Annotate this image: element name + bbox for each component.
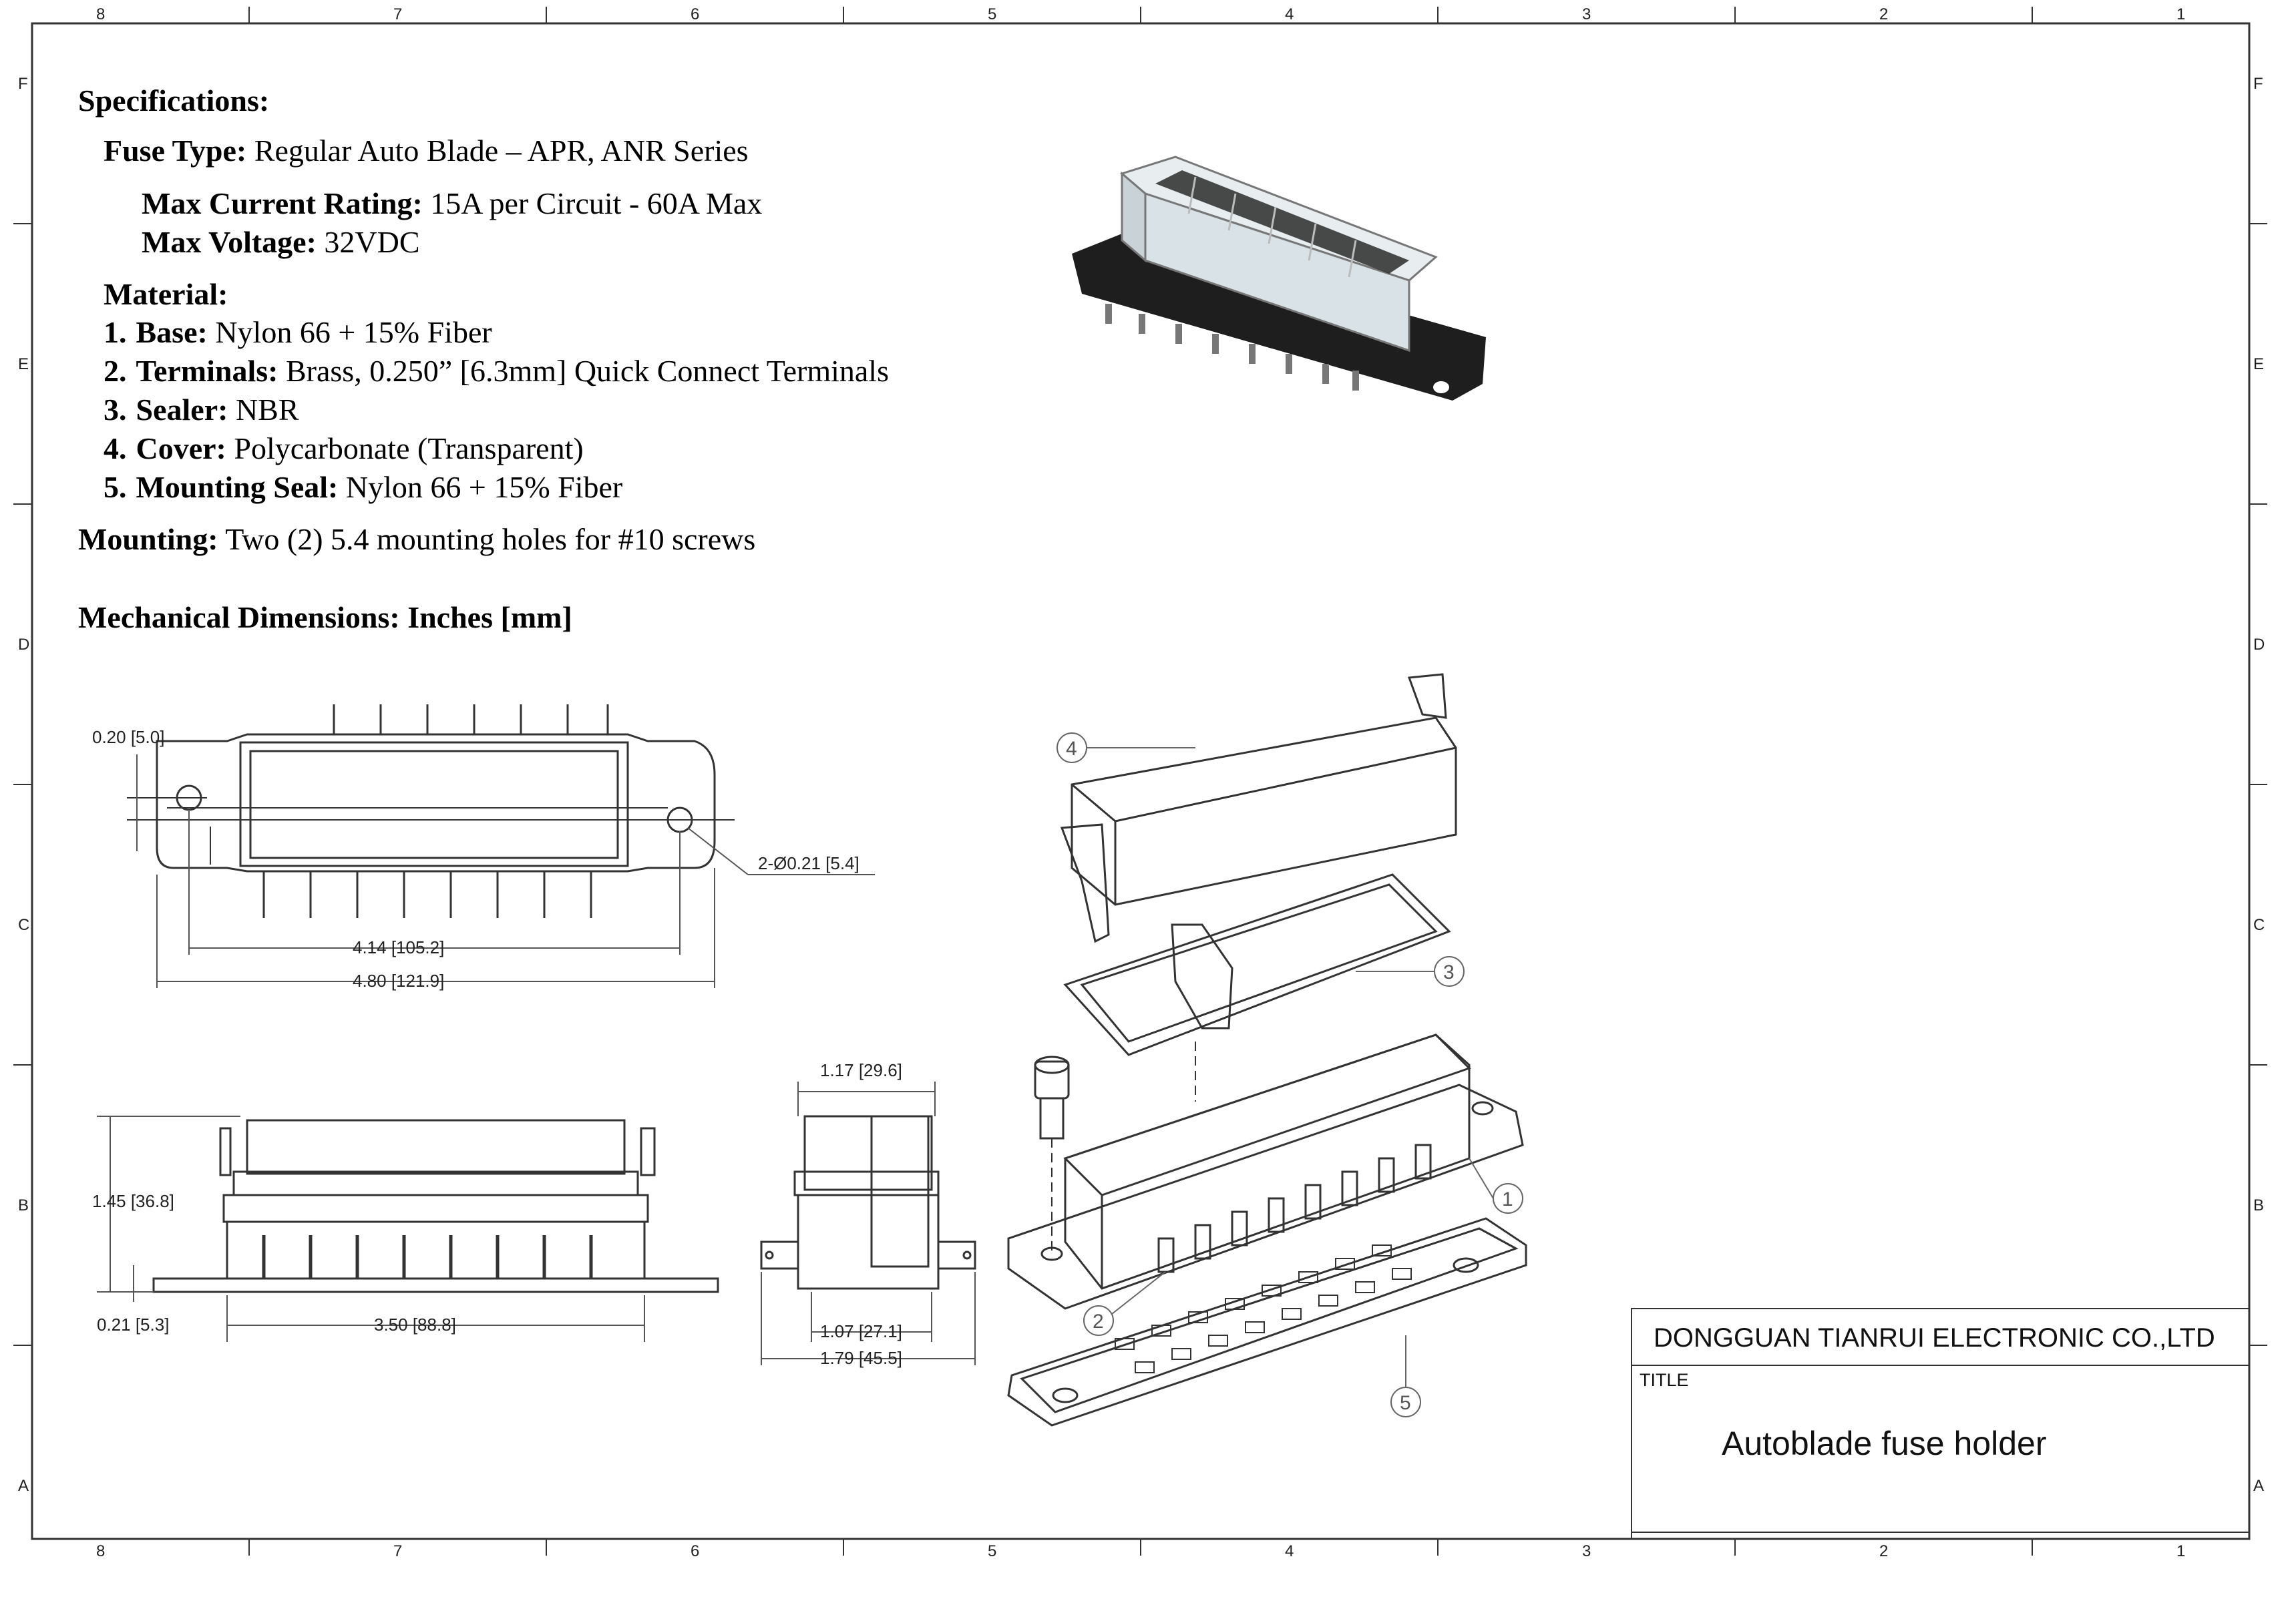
col-label-7: 7 [393, 5, 403, 23]
col-label-7-bottom: 7 [393, 1542, 403, 1560]
row-label-A: A [18, 1477, 29, 1495]
row-label-C: C [18, 916, 30, 934]
max-current-label: Max Current Rating: [142, 186, 423, 220]
dimension-labels: 0.20 [5.0] 2-Ø0.21 [5.4] 4.14 [105.2] 4.… [92, 727, 902, 1368]
fuse-type-line: Fuse Type: Regular Auto Blade – APR, ANR… [104, 136, 749, 166]
exploded-view-drawing [1007, 673, 1527, 1427]
front-view-drawing [152, 1119, 719, 1293]
callout-5: 5 [1400, 1392, 1411, 1414]
col-label-1-bottom: 1 [2176, 1542, 2186, 1560]
title-block-frame [1631, 1308, 2250, 1540]
material-value: Nylon 66 + 15% Fiber [207, 315, 492, 349]
col-label-5-bottom: 5 [988, 1542, 997, 1560]
mech-dimensions-text: Mechanical Dimensions: Inches [mm] [78, 600, 572, 634]
max-voltage-label: Max Voltage: [142, 225, 317, 259]
col-label-4-bottom: 4 [1285, 1542, 1294, 1560]
row-label-D-right: D [2253, 636, 2265, 654]
material-item-1: 1. Base: Nylon 66 + 15% Fiber [104, 317, 492, 348]
callout-3: 3 [1443, 961, 1455, 983]
dim-height: 1.45 [36.8] [92, 1191, 174, 1211]
row-label-C-right: C [2253, 916, 2265, 934]
dim-flange-thickness: 0.21 [5.3] [97, 1315, 169, 1335]
material-label: Terminals: [136, 354, 278, 388]
dim-side-top-width: 1.17 [29.6] [820, 1060, 902, 1080]
callout-numbers: 4 3 1 2 5 [1066, 738, 1513, 1414]
material-heading: Material: [104, 279, 228, 310]
callout-2: 2 [1093, 1311, 1104, 1333]
mech-dimensions-heading: Mechanical Dimensions: Inches [mm] [78, 602, 572, 633]
callout-1: 1 [1502, 1188, 1513, 1210]
side-view-dimensions [761, 1082, 976, 1365]
mounting-value: Two (2) 5.4 mounting holes for #10 screw… [218, 522, 756, 556]
col-label-5: 5 [988, 5, 997, 23]
row-label-A-right: A [2253, 1477, 2265, 1495]
material-value: NBR [228, 393, 299, 427]
dim-side-overall-width: 1.79 [45.5] [820, 1348, 902, 1368]
title-label: TITLE [1640, 1370, 1689, 1390]
material-item-5: 5. Mounting Seal: Nylon 66 + 15% Fiber [104, 472, 622, 503]
row-label-F-right: F [2253, 75, 2263, 93]
material-value: Brass, 0.250” [6.3mm] Quick Connect Term… [278, 354, 889, 388]
material-label: Mounting Seal: [136, 470, 339, 504]
row-label-D: D [18, 636, 30, 654]
material-value: Polycarbonate (Transparent) [226, 431, 584, 465]
dim-side-body-width: 1.07 [27.1] [820, 1321, 902, 1341]
material-label: Base: [136, 315, 208, 349]
row-label-E-right: E [2253, 355, 2265, 373]
col-label-6-bottom: 6 [691, 1542, 700, 1560]
col-label-8: 8 [96, 5, 106, 23]
dim-overall-length: 4.80 [121.9] [353, 971, 444, 991]
row-label-B: B [18, 1196, 29, 1214]
col-label-2-bottom: 2 [1879, 1542, 1889, 1560]
fuse-type-label: Fuse Type: [104, 134, 247, 168]
front-view-dimensions [97, 1116, 645, 1342]
material-label: Cover: [136, 431, 226, 465]
top-view-drawing [127, 704, 735, 918]
top-view-dimensions [136, 754, 875, 988]
drawing-title: Autoblade fuse holder [1722, 1425, 2047, 1462]
material-num: 2. [104, 354, 127, 388]
material-num: 5. [104, 470, 127, 504]
material-item-4: 4. Cover: Polycarbonate (Transparent) [104, 433, 584, 464]
col-label-4: 4 [1285, 5, 1294, 23]
max-voltage-line: Max Voltage: 32VDC [142, 227, 420, 258]
col-label-1: 1 [2176, 5, 2186, 23]
material-label: Sealer: [136, 393, 228, 427]
fuse-type-value: Regular Auto Blade – APR, ANR Series [246, 134, 749, 168]
max-voltage-value: 32VDC [316, 225, 420, 259]
col-label-6: 6 [691, 5, 700, 23]
dim-hole-diameter: 2-Ø0.21 [5.4] [758, 853, 859, 873]
callout-4: 4 [1066, 738, 1077, 760]
max-current-line: Max Current Rating: 15A per Circuit - 60… [142, 188, 762, 219]
col-label-3-bottom: 3 [1582, 1542, 1591, 1560]
product-photo [1072, 156, 1486, 401]
material-num: 4. [104, 431, 127, 465]
specs-heading-text: Specifications: [78, 83, 270, 118]
col-label-3: 3 [1582, 5, 1591, 23]
col-label-8-bottom: 8 [96, 1542, 106, 1560]
company-name: DONGGUAN TIANRUI ELECTRONIC CO.,LTD [1654, 1323, 2215, 1353]
dim-hole-spacing: 4.14 [105.2] [353, 937, 444, 957]
specs-heading: Specifications: [78, 85, 269, 116]
material-item-3: 3. Sealer: NBR [104, 395, 299, 425]
side-view-drawing [760, 1115, 976, 1290]
max-current-value: 15A per Circuit - 60A Max [422, 186, 763, 220]
col-label-2: 2 [1879, 5, 1889, 23]
row-label-F: F [18, 75, 28, 93]
row-label-E: E [18, 355, 29, 373]
row-label-B-right: B [2253, 1196, 2265, 1214]
column-ticks [13, 7, 2267, 1556]
material-value: Nylon 66 + 15% Fiber [338, 470, 623, 504]
dim-body-length: 3.50 [88.8] [374, 1315, 456, 1335]
material-heading-text: Material: [104, 277, 228, 311]
mounting-label: Mounting: [78, 522, 218, 556]
mounting-line: Mounting: Two (2) 5.4 mounting holes for… [78, 524, 755, 555]
dim-top-hole-offset: 0.20 [5.0] [92, 727, 164, 747]
material-num: 3. [104, 393, 127, 427]
exploded-callouts [1057, 732, 1523, 1417]
material-num: 1. [104, 315, 127, 349]
material-item-2: 2. Terminals: Brass, 0.250” [6.3mm] Quick… [104, 356, 889, 387]
